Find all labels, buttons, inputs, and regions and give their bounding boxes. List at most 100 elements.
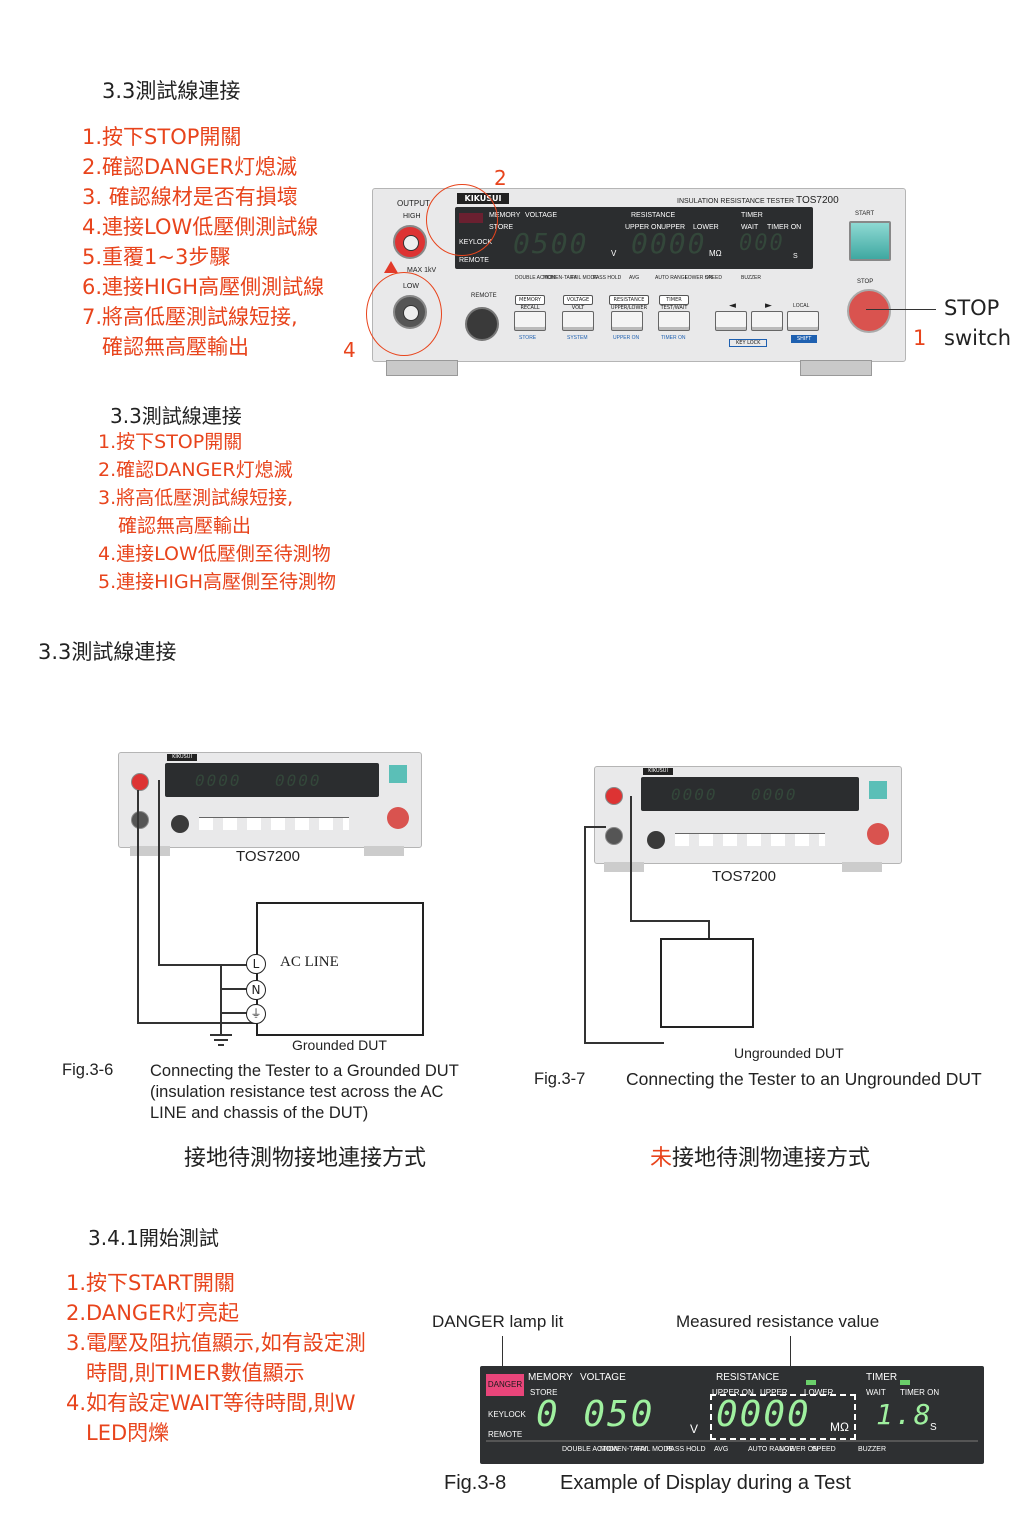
- timer-on-key[interactable]: [658, 311, 690, 331]
- bottom-label: DOUBLE ACTION: [515, 275, 556, 281]
- model-title: INSULATION RESISTANCE TESTER TOS7200: [677, 195, 839, 206]
- local-key[interactable]: [787, 311, 819, 331]
- store-label: STORE: [489, 224, 513, 231]
- right-arrow-icon: ►: [765, 301, 772, 311]
- bottom-label: MOMEN-TARY: [543, 275, 577, 281]
- fig-3-6-caption: Connecting the Tester to a Grounded DUT …: [150, 1061, 510, 1124]
- bottom-label: AVG: [714, 1446, 729, 1453]
- section4-heading: 3.4.1開始測試: [88, 1226, 219, 1250]
- test-voltage-digits: 0 050: [536, 1394, 655, 1435]
- ground-symbol: [218, 1044, 224, 1046]
- small-digits: 0000: [671, 785, 718, 804]
- section4-steps: 1.按下START開關 2.DANGER灯亮起 3.電壓及阻抗值顯示,如有設定測…: [66, 1268, 411, 1448]
- memory-label: MEMORY: [489, 212, 521, 219]
- bottom-label: PASS HOLD: [666, 1446, 706, 1453]
- system-key[interactable]: [562, 311, 594, 331]
- measured-highlight-box: [710, 1394, 856, 1440]
- pointer-danger: [502, 1336, 503, 1378]
- key-lock-label: KEY LOCK: [729, 339, 768, 347]
- fig-3-7-caption: Connecting the Tester to an Ungrounded D…: [626, 1069, 982, 1089]
- bottom-label: DOUBLE ACTION: [562, 1446, 619, 1453]
- ac-line-label: AC LINE: [280, 954, 339, 970]
- callout-4: 4: [343, 338, 356, 362]
- bottom-label: AUTO RANGE: [748, 1446, 795, 1453]
- stop-button[interactable]: [847, 289, 891, 333]
- bottom-label: SPEED: [812, 1446, 836, 1453]
- test-display: DANGER MEMORY VOLTAGE RESISTANCE TIMER S…: [480, 1366, 984, 1464]
- remote-label: REMOTE: [459, 257, 489, 264]
- resistance-digits: 0000: [631, 227, 707, 260]
- lower-label: LOWER: [804, 1388, 834, 1397]
- fig-3-8-number: Fig.3-8: [444, 1472, 507, 1494]
- section1-steps: 1.按下STOP開關 2.確認DANGER灯熄滅 3. 確認線材是否有損壞 4.…: [82, 122, 382, 362]
- right-key[interactable]: [751, 311, 783, 331]
- high-terminal: [131, 773, 149, 791]
- fig-3-8-caption: Example of Display during a Test: [560, 1472, 851, 1494]
- upper-on-key[interactable]: [611, 311, 643, 331]
- section1-heading: 3.3測試線連接: [102, 79, 241, 103]
- caption-line: Connecting the Tester to a Grounded DUT: [150, 1062, 459, 1080]
- test-timer-digits: 1.8: [876, 1398, 933, 1431]
- remote-connector: [647, 831, 665, 849]
- fig-3-6-number: Fig.3-6: [62, 1061, 114, 1079]
- foot: [604, 862, 644, 872]
- bottom-label: BUZZER: [741, 275, 761, 281]
- store-key[interactable]: [514, 311, 546, 331]
- left-arrow-icon: ◄: [729, 301, 736, 311]
- timer-label: TIMER: [741, 212, 763, 219]
- voltage-label: VOLTAGE: [525, 212, 558, 219]
- foot: [130, 846, 170, 856]
- wire: [584, 826, 606, 828]
- fig-3-7-number: Fig.3-7: [534, 1070, 586, 1088]
- step: 確認無高壓輸出: [102, 335, 249, 359]
- bottom-label: LOWER ON: [685, 275, 713, 281]
- caption-line: LINE and chassis of the DUT): [150, 1104, 369, 1122]
- ground-symbol: [210, 1034, 232, 1036]
- right-zh-red: 未: [650, 1146, 673, 1171]
- bottom-label: FAIL MODE: [571, 275, 598, 281]
- bottom-label: LOWER ON: [780, 1446, 819, 1453]
- start-button[interactable]: [849, 221, 891, 261]
- step: 1.按下START開關: [66, 1271, 235, 1295]
- foot: [842, 862, 882, 872]
- voltage-label: VOLTAGE: [580, 1372, 626, 1383]
- wire: [220, 1012, 248, 1014]
- bottom-label: SPEED: [705, 275, 722, 281]
- danger-lamp-caption: DANGER lamp lit: [432, 1312, 564, 1331]
- bottom-label: AUTO RANGE: [655, 275, 688, 281]
- unit-mohm: MΩ: [709, 249, 722, 258]
- section2-steps: 1.按下STOP開關 2.確認DANGER灯熄滅 3.將高低壓測試線短接, 確認…: [98, 428, 418, 596]
- pointer-measured: [790, 1336, 791, 1390]
- upper-on-led: [806, 1380, 816, 1385]
- tester-front-panel: OUTPUT HIGH MAX 1kV LOW KIKUSUI INSULATI…: [372, 188, 906, 362]
- high-terminal[interactable]: [393, 225, 427, 259]
- small-keys: [199, 817, 349, 830]
- resistance-label: RESISTANCE: [631, 212, 676, 219]
- timer-label: TIMER: [866, 1372, 898, 1383]
- resistance-label: RESISTANCE: [716, 1372, 780, 1383]
- timer-on-key-label: TIMER ON: [661, 335, 686, 341]
- callout-2: 2: [494, 166, 507, 190]
- ungrounded-dut-box: [660, 938, 754, 1028]
- tester-small-right: 0000 0000 KIKUSUI: [594, 766, 902, 864]
- main-display: MEMORY VOLTAGE RESISTANCE TIMER STORE KE…: [455, 207, 813, 269]
- step: 6.連接HIGH高壓側測試線: [82, 275, 325, 299]
- stop-label: STOP: [857, 279, 874, 285]
- voltage-digits: 0500: [513, 227, 589, 260]
- terminal-ground-icon: ⏚: [246, 1004, 266, 1024]
- highlight-circle-low: [366, 272, 442, 356]
- remote-connector[interactable]: [465, 307, 499, 341]
- left-zh-caption: 接地待測物接地連接方式: [184, 1146, 427, 1171]
- wire: [220, 988, 248, 990]
- wait-led: [900, 1380, 910, 1385]
- bottom-label: MOMEN-TARY: [600, 1446, 648, 1453]
- right-zh-text: 接地待測物連接方式: [672, 1146, 871, 1171]
- left-key[interactable]: [715, 311, 747, 331]
- section3-heading: 3.3測試線連接: [38, 640, 177, 664]
- step: 確認無高壓輸出: [118, 515, 252, 537]
- remote-label: REMOTE: [488, 1430, 523, 1439]
- small-digits: 0000: [275, 771, 322, 790]
- divider: [486, 1440, 978, 1442]
- bottom-label: AVG: [629, 275, 640, 281]
- brand-logo: KIKUSUI: [643, 768, 673, 775]
